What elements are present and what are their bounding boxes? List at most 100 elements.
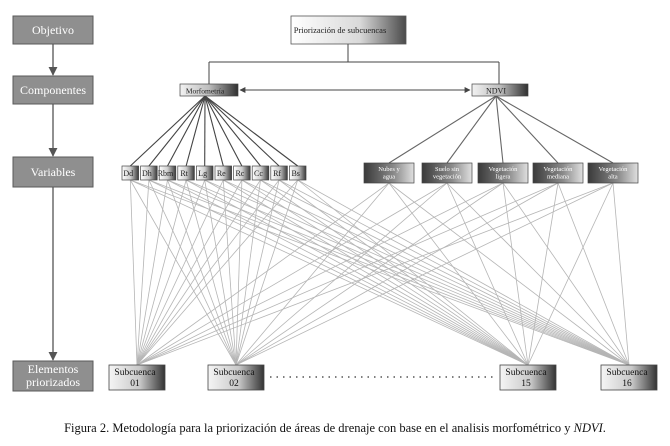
ndvi-var-label-2-1: ligera	[496, 174, 511, 181]
mesh-link-8-3	[278, 179, 630, 366]
component-box-morfometria	[179, 83, 239, 97]
mesh-link-6-3	[241, 179, 630, 366]
morph-var-box-rt	[177, 165, 195, 181]
mesh-link-11-1	[235, 182, 448, 366]
mesh-link-1-2	[148, 179, 529, 366]
mesh-link-12-3	[502, 182, 630, 366]
component-label-morfometria: Morfometría	[186, 87, 225, 96]
objective-node: Priorización de subcuencas	[208, 15, 500, 84]
ndvi-var-label-0-0: Nubes y	[378, 166, 400, 173]
mesh-link-1-3	[148, 179, 630, 366]
mesh-link-11-2	[446, 182, 529, 366]
level-label-elementos-2: priorizados	[26, 375, 80, 389]
ndvi-link-1	[446, 95, 497, 164]
mesh-link-0-0	[129, 179, 138, 366]
ndvi-var-box-4	[587, 162, 639, 184]
mesh-link-11-0	[136, 182, 448, 366]
morph-var-box-re	[214, 165, 232, 181]
morph-link-dd	[129, 95, 206, 167]
level-box-objetivo	[12, 15, 94, 45]
component-box-ndvi	[471, 83, 529, 97]
ndvi-var-box-2	[477, 162, 529, 184]
element-box-01	[108, 364, 166, 391]
ndvi-link-0	[388, 95, 497, 164]
mesh-link-7-3	[260, 179, 630, 366]
mesh-link-4-1	[204, 179, 237, 366]
mesh-link-5-1	[222, 179, 237, 366]
level-label-elementos-1: Elementos	[28, 362, 79, 376]
morph-var-label-cc: Cc	[254, 169, 263, 178]
mesh-link-13-3	[557, 182, 630, 366]
mesh-link-6-1	[235, 179, 243, 366]
figure-caption: Figura 2. Metodología para la priorizaci…	[0, 421, 670, 436]
caption-italic: NDVI	[573, 421, 603, 435]
component-nodes: Morfometría NDVI	[179, 83, 529, 97]
element-box-16	[600, 364, 658, 391]
objective-label: Priorización de subcuencas	[294, 25, 387, 35]
morph-var-box-cc	[251, 165, 270, 181]
mesh-link-4-0	[136, 179, 206, 366]
morph-var-label-dh: Dh	[142, 169, 152, 178]
morph-link-rf	[204, 95, 280, 167]
ndvi-var-label-1-1: vegetación	[433, 174, 462, 181]
level-box-elementos	[12, 360, 94, 392]
morph-var-box-dh	[140, 165, 158, 181]
mesh-link-14-1	[235, 182, 614, 366]
morph-var-label-dd: Dd	[123, 169, 133, 178]
morph-link-rt	[185, 95, 206, 167]
morph-var-label-rbm: Rbm	[158, 169, 174, 178]
mesh-link-8-2	[278, 179, 529, 366]
ndvi-var-label-3-0: Vegetación	[544, 166, 574, 173]
mesh-link-7-0	[136, 179, 261, 366]
component-to-variable-links	[129, 95, 614, 167]
ndvi-link-2	[495, 95, 504, 164]
mesh-link-10-0	[136, 182, 390, 366]
mesh-link-13-2	[527, 182, 559, 366]
ndvi-var-label-4-1: alta	[608, 174, 617, 181]
mesh-link-6-0	[136, 179, 243, 366]
mesh-link-12-1	[235, 182, 504, 366]
mesh-link-6-2	[241, 179, 529, 366]
morph-var-box-rbm	[158, 165, 177, 181]
mesh-link-2-2	[167, 179, 529, 366]
caption-text: Figura 2. Metodología para la priorizaci…	[64, 421, 571, 435]
level-box-variables	[12, 156, 94, 188]
mesh-link-7-1	[235, 179, 261, 366]
morph-var-label-rf: Rf	[273, 169, 281, 178]
element-label-line2-16: 16	[622, 379, 632, 389]
morph-var-label-rt: Rt	[180, 169, 188, 178]
variable-to-element-links	[129, 179, 630, 366]
morph-var-box-bs	[289, 165, 307, 181]
morph-var-label-bs: Bs	[291, 169, 299, 178]
morph-link-cc	[204, 95, 261, 167]
mesh-link-2-3	[167, 179, 630, 366]
mesh-link-4-2	[204, 179, 529, 366]
mesh-link-9-1	[235, 179, 299, 366]
mesh-link-3-1	[185, 179, 237, 366]
mesh-link-10-1	[235, 182, 390, 366]
ndvi-link-3	[495, 95, 559, 164]
mesh-link-5-3	[223, 179, 630, 366]
level-column: Objetivo Componentes Variables Elementos…	[12, 15, 94, 392]
element-label-line1-02: Subcuenca	[213, 368, 255, 378]
element-box-02	[207, 364, 265, 391]
element-label-line2-02: 02	[229, 379, 239, 389]
morph-var-label-re: Re	[217, 169, 226, 178]
morph-var-box-rf	[270, 165, 288, 181]
ndvi-var-label-1-0: Suelo sin	[435, 166, 460, 173]
mesh-link-10-3	[388, 182, 630, 366]
morph-var-box-dd	[121, 165, 139, 181]
mesh-link-5-2	[223, 179, 529, 366]
element-label-line1-16: Subcuenca	[606, 368, 648, 378]
level-label-variables: Variables	[31, 165, 76, 179]
morph-link-re	[204, 95, 224, 167]
mesh-link-7-2	[260, 179, 529, 366]
element-label-line2-15: 15	[521, 379, 531, 389]
prioritized-elements: Subcuenca01Subcuenca02Subcuenca15Subcuen…	[108, 364, 658, 391]
mesh-link-8-0	[136, 179, 280, 366]
component-label-ndvi: NDVI	[486, 87, 506, 96]
morph-link-rbm	[167, 95, 206, 167]
mesh-link-4-3	[204, 179, 630, 366]
